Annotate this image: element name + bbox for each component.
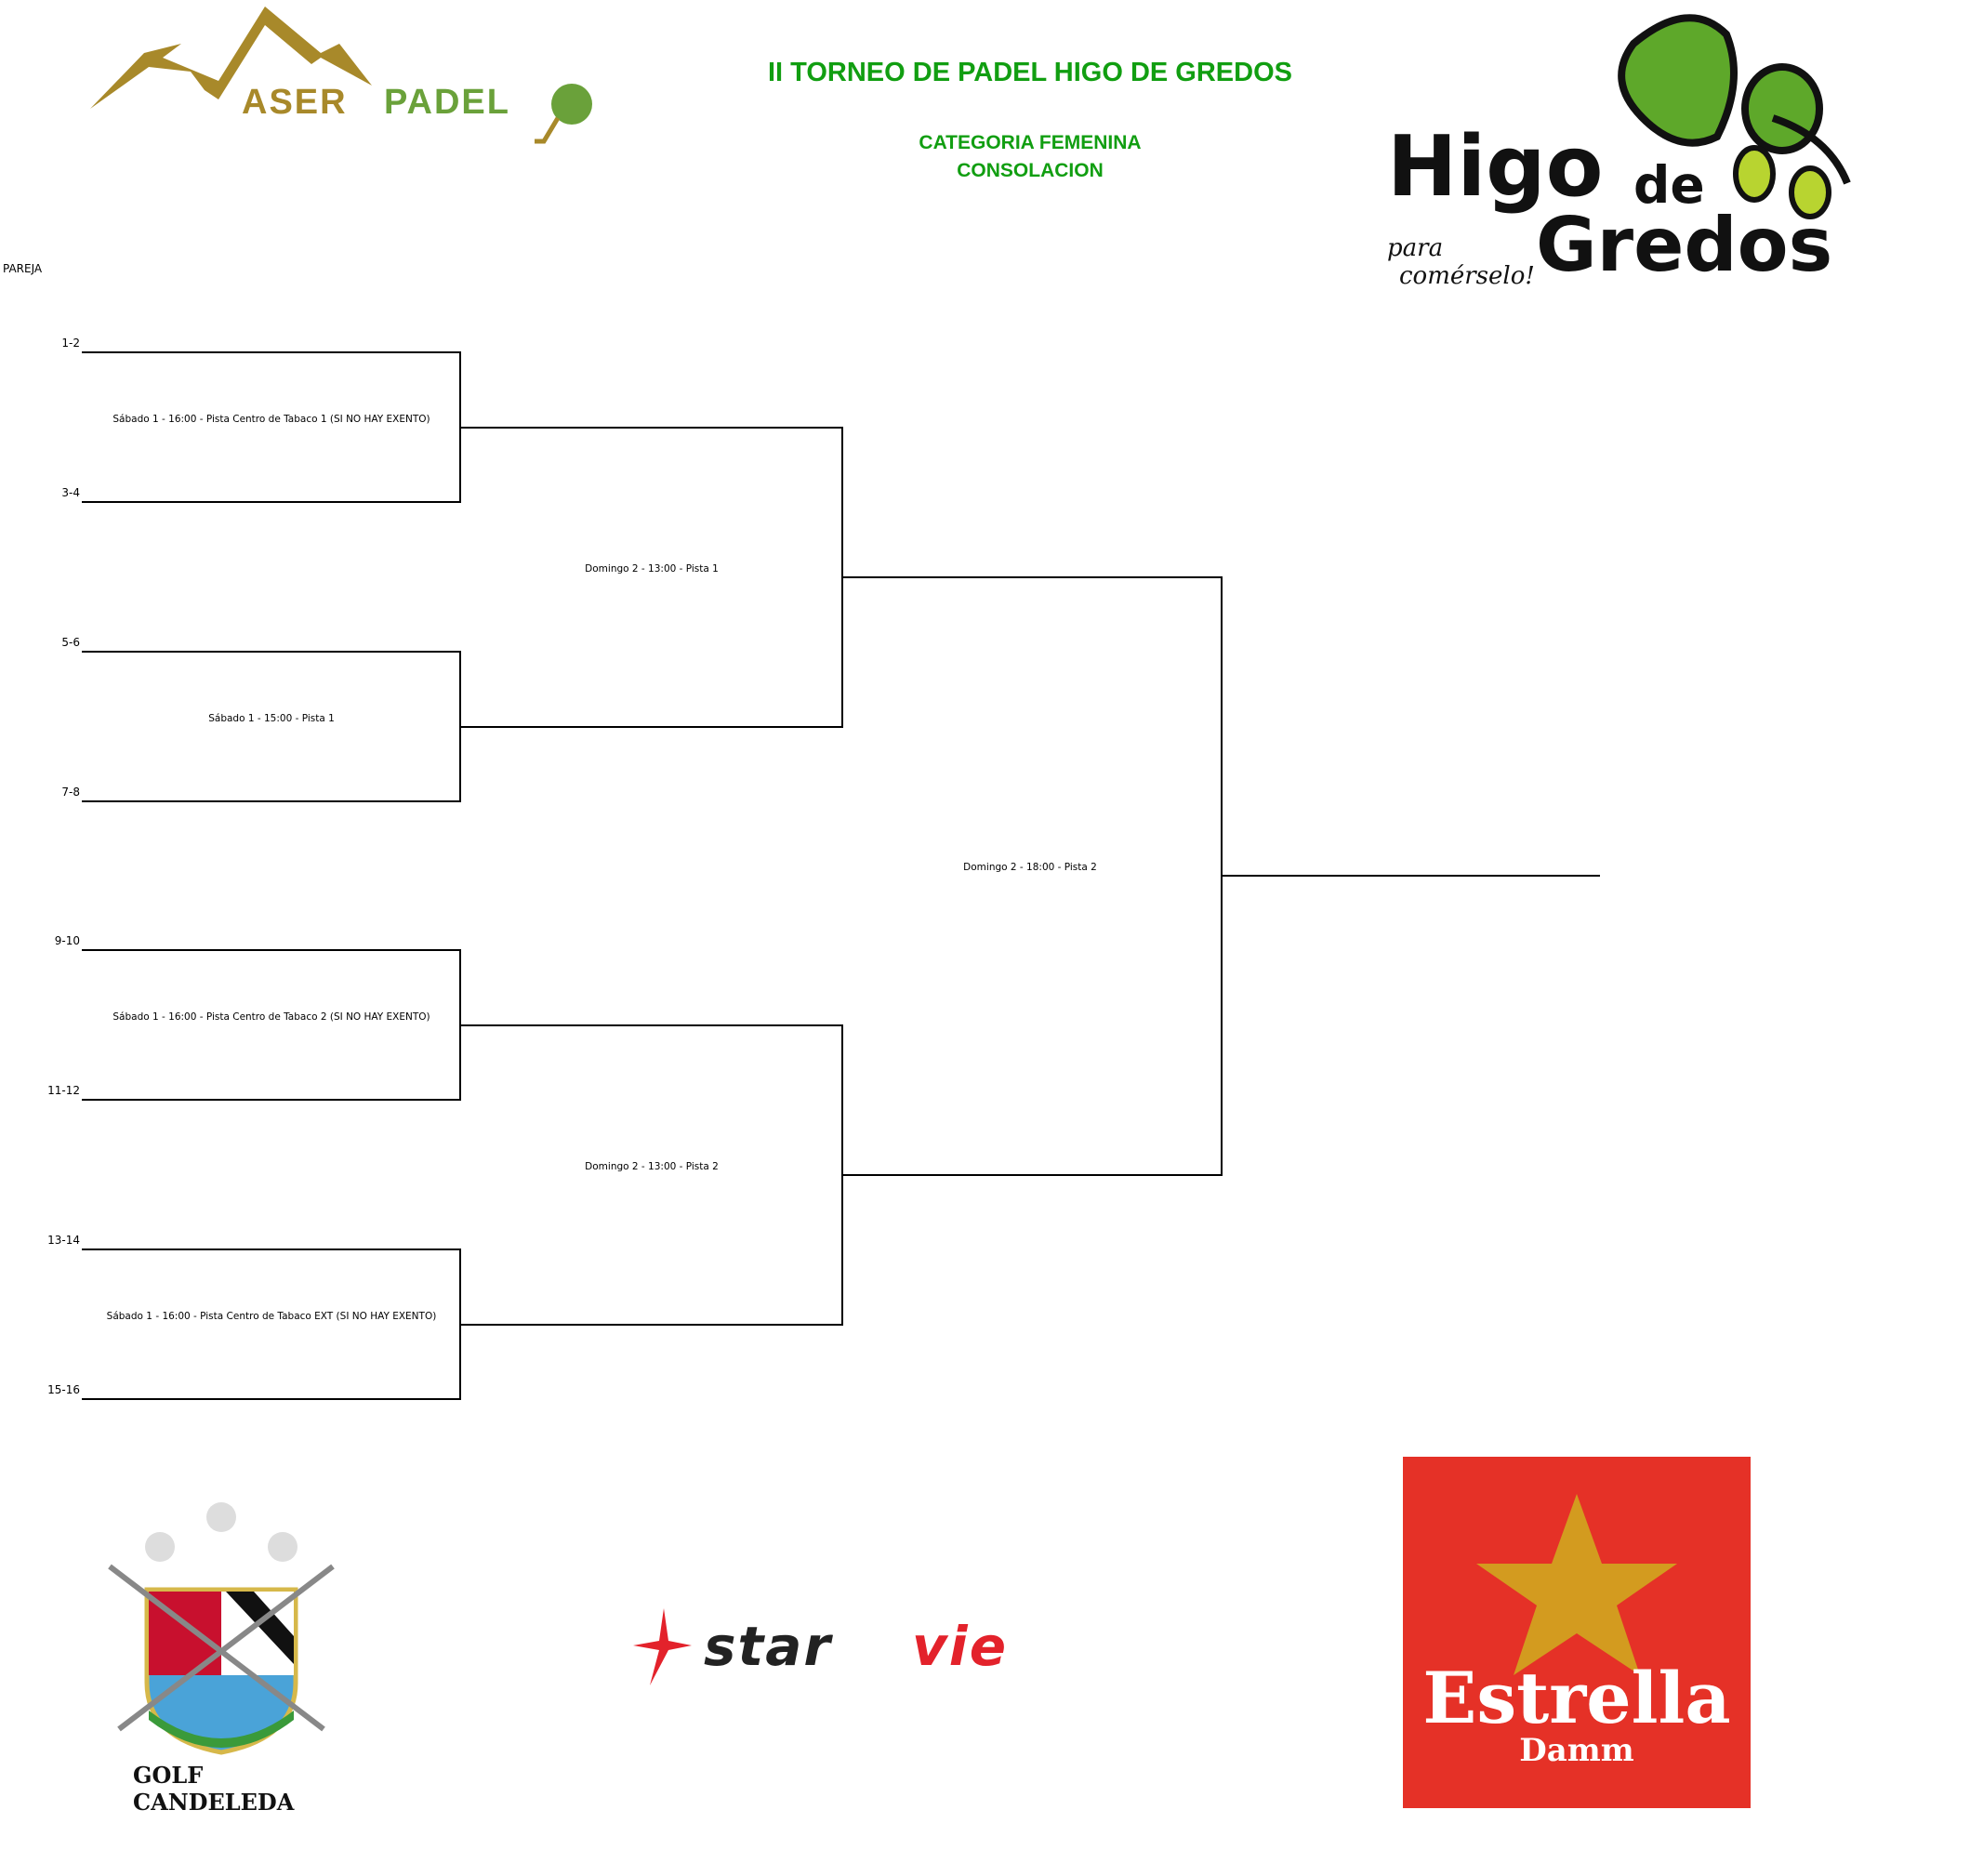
final-match-info: Domingo 2 - 18:00 - Pista 2	[963, 862, 1097, 873]
slot-line	[82, 1398, 459, 1400]
slot-line	[82, 949, 459, 951]
round2-slot-line	[459, 1323, 841, 1326]
golf-candeleda-logo: GOLF CANDELEDA	[82, 1497, 361, 1816]
slot-line	[82, 1099, 459, 1101]
seed-label: 13-14	[47, 1234, 80, 1247]
estrella-damm-logo: Estrella Damm	[1403, 1457, 1751, 1808]
comerselo-text: comérselo!	[1399, 262, 1535, 290]
higo-text: Higo	[1387, 118, 1604, 216]
golf-candeleda-text: GOLF CANDELEDA	[133, 1762, 295, 1816]
starvie-logo: star vie	[631, 1604, 1059, 1687]
de-text: de	[1633, 155, 1705, 215]
aserpadel-logo: ASER PADEL	[88, 7, 609, 146]
category-label: CATEGORIA FEMENINA	[919, 132, 1142, 153]
seed-label: 5-6	[61, 636, 80, 649]
round1-match-info: Sábado 1 - 16:00 - Pista Centro de Tabac…	[112, 413, 430, 425]
round2-match-info: Domingo 2 - 13:00 - Pista 1	[585, 562, 719, 575]
subcategory-label: CONSOLACION	[957, 160, 1104, 181]
starvie-text-star: star	[704, 1615, 832, 1678]
starvie-text-vie: vie	[912, 1615, 1009, 1678]
round2-slot-line	[459, 1024, 841, 1026]
seed-label: 3-4	[61, 486, 80, 499]
tournament-title: II TORNEO DE PADEL HIGO DE GREDOS	[768, 58, 1292, 87]
winner-line	[1221, 875, 1600, 877]
round2-slot-line	[459, 725, 841, 728]
slot-line	[82, 501, 459, 503]
round2-slot-line	[459, 426, 841, 429]
semifinal-slot-line	[841, 1173, 1221, 1176]
para-text: para	[1387, 234, 1444, 262]
round1-match-info: Sábado 1 - 16:00 - Pista Centro de Tabac…	[106, 1310, 437, 1322]
pareja-header: PAREJA	[3, 262, 43, 275]
estrella-text: Estrella	[1422, 1657, 1731, 1739]
seed-label: 11-12	[47, 1084, 80, 1097]
slot-line	[82, 651, 459, 653]
damm-text: Damm	[1519, 1732, 1634, 1769]
gredos-text: Gredos	[1536, 202, 1833, 288]
round1-match-info: Sábado 1 - 15:00 - Pista 1	[208, 712, 335, 724]
round1-match-info: Sábado 1 - 16:00 - Pista Centro de Tabac…	[112, 1011, 430, 1023]
higo-de-gredos-logo: Higo de Gredos para comérselo!	[1382, 7, 1857, 295]
slot-line	[82, 800, 459, 802]
seed-label: 1-2	[61, 337, 80, 350]
aserpadel-text-1: ASER	[242, 83, 348, 122]
seed-label: 15-16	[47, 1383, 80, 1396]
seed-label: 9-10	[54, 934, 80, 947]
semifinal-slot-line	[841, 575, 1221, 578]
seed-label: 7-8	[61, 786, 80, 799]
slot-line	[82, 351, 459, 353]
round2-match-info: Domingo 2 - 13:00 - Pista 2	[585, 1160, 719, 1172]
slot-line	[82, 1248, 459, 1250]
aserpadel-text-2: PADEL	[384, 83, 510, 122]
